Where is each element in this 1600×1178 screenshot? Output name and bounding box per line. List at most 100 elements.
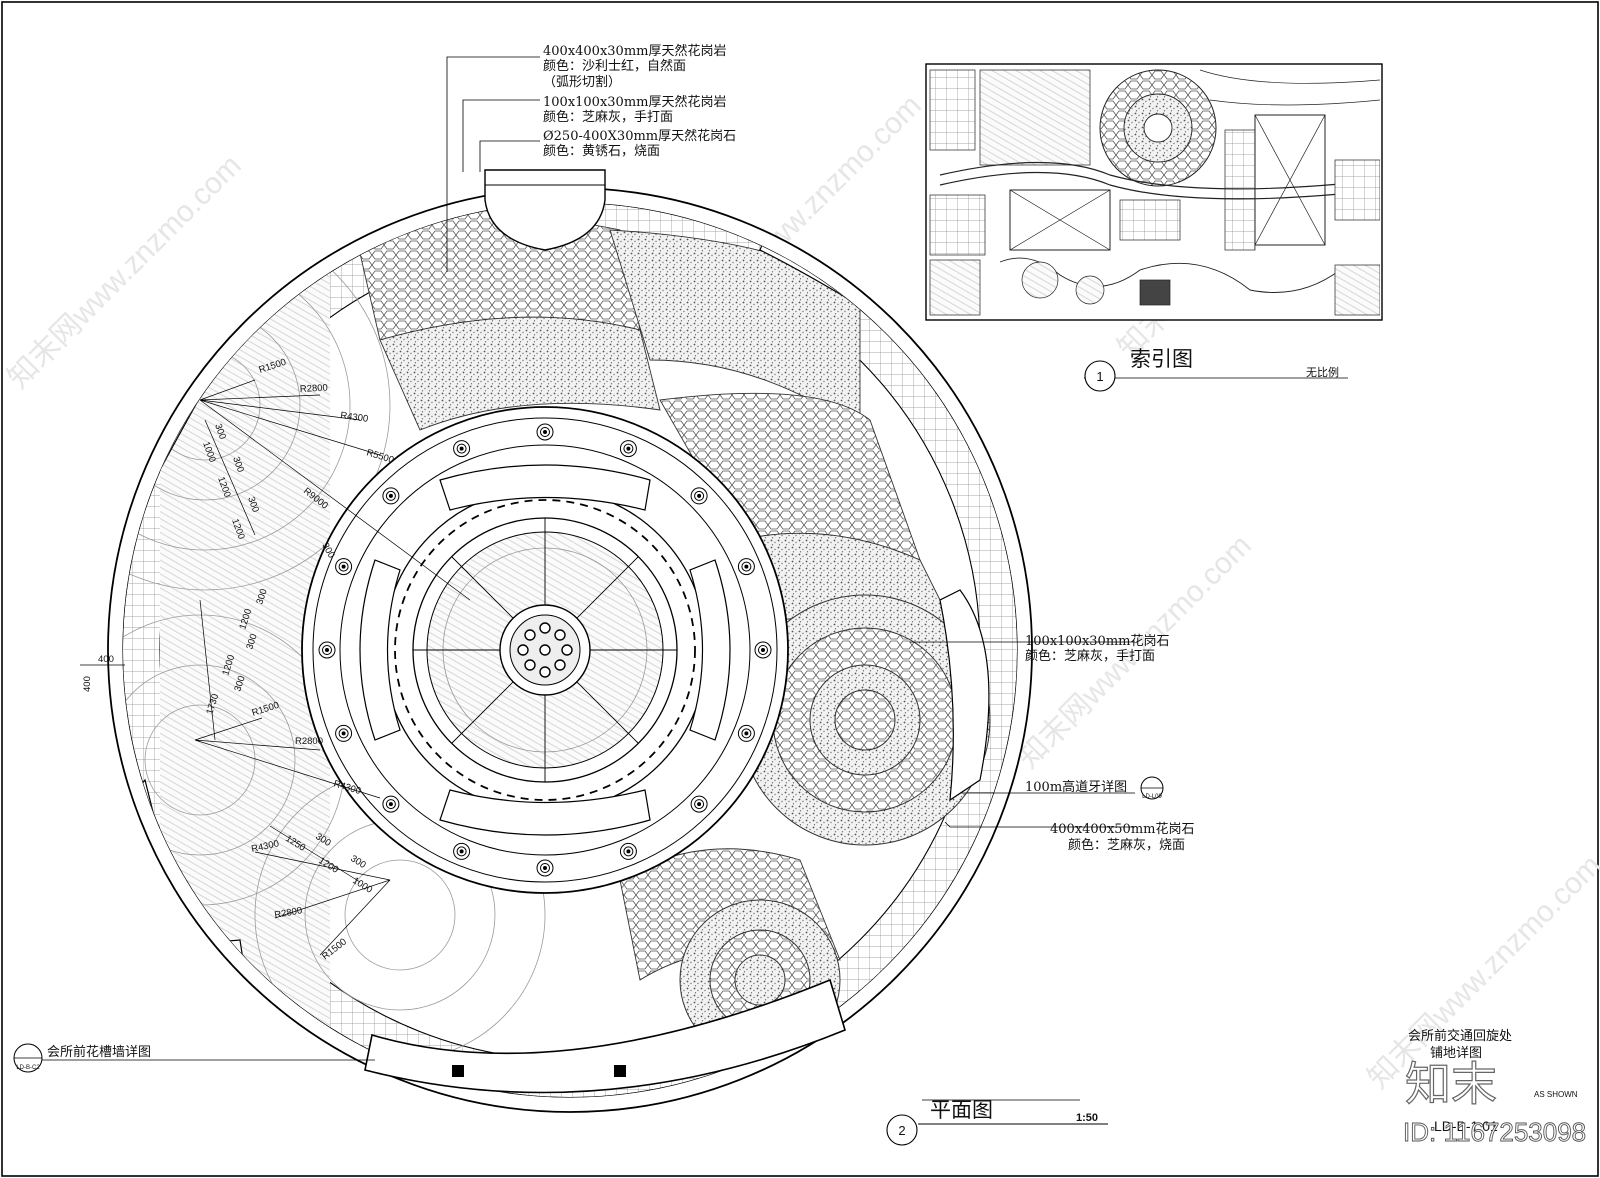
medallion-core [385,799,396,810]
dim-chain: 300 [230,455,246,474]
sheet-title-line2: 铺地详图 [1430,1046,1482,1061]
medallion [619,440,637,458]
plan-title-block: 2 平面图 1:50 [886,1098,1108,1146]
medallion [453,842,471,860]
medallion-core [456,443,467,454]
medallion-dot [761,648,765,652]
medallion [382,795,400,813]
paving-medallions [318,423,772,877]
medallion [318,641,336,659]
medallion-dot [388,493,393,498]
dim-chain: 300 [212,422,228,441]
index-number-bubble [1084,360,1116,392]
planter-note: LD-B-C2 会所前花槽墙详图 [13,1043,151,1073]
right-notes: 100x100x30mm花岗石 颜色：芝麻灰，手打面 100m高道牙详图 LD-… [1025,633,1195,853]
medallion [690,795,708,813]
medallion-core [694,799,705,810]
note-spec: Ø250-400X30mm厚天然花岗石 [543,128,736,144]
medallion-dot [697,802,702,807]
dim-radius: R2800 [300,383,329,395]
dim-radius: R4300 [340,410,369,425]
medallion-dot [341,731,346,736]
medallion-core [540,863,550,873]
medallion-core [623,846,634,857]
note-extra: （弧形切割） [543,74,621,90]
plan-number-bubble [886,1114,918,1146]
medallion-core [338,728,349,739]
dim-chain: 300 [254,587,269,605]
top-entry-niche [484,169,606,251]
medallion-core [623,443,634,454]
dim-radius: R2800 [274,905,303,921]
note-spec: 400x400x30mm厚天然花岗岩 [543,43,727,59]
medallion [737,558,755,576]
note-color: 颜色：黄锈石，烧面 [543,143,660,159]
central-fountain [301,406,789,894]
top-cobble-arcs [349,207,861,431]
medallion [619,842,637,860]
medallion [382,487,400,505]
medallion [536,423,554,441]
right-drive-lane [939,589,990,802]
note-spec: 100x100x30mm厚天然花岗岩 [543,94,727,110]
top-notes: 400x400x30mm厚天然花岗岩 颜色：沙利士红，自然面 （弧形切割） 10… [543,43,736,159]
id-label: ID: 1167253098 [1403,1117,1586,1147]
index-map: 1 索引图 无比例 [925,63,1383,392]
right-cobble-arcs [619,392,991,1061]
medallion-dot [543,866,547,870]
medallion-dot [744,564,749,569]
medallion-core [540,427,550,437]
medallion [754,641,772,659]
note-spec: 400x400x50mm花岗石 [1050,821,1195,837]
medallion-dot [543,430,547,434]
medallion-dot [744,731,749,736]
paving-plan [107,169,1033,1113]
medallion-dot [626,446,631,451]
medallion-core [338,561,349,572]
note-color: 颜色：芝麻灰，手打面 [1025,648,1155,664]
medallion-core [741,728,752,739]
index-title: 索引图 [1130,347,1193,371]
sheet-title-block: 会所前交通回旋处 铺地详图 知末 AS SHOWN LD-B-1.01 ID: … [1403,1028,1587,1147]
note-curb: 100m高道牙详图 [1025,779,1127,795]
planter-light [614,1065,626,1077]
medallion-core [741,561,752,572]
bottom-planter-wall [364,978,846,1094]
medallion [737,724,755,742]
dim-chain: 300 [245,495,261,514]
medallion-dot [626,849,631,854]
medallion [335,558,353,576]
note-color: 颜色：芝麻灰，手打面 [543,109,673,125]
plan-scale: 1:50 [1076,1112,1098,1124]
medallion-core [758,645,768,655]
detail-ref: LD-L09 [1142,794,1162,800]
index-number: 1 [1096,369,1103,384]
detail-ref: LD-B-C2 [16,1065,40,1071]
medallion [453,440,471,458]
index-scale: 无比例 [1306,365,1339,379]
dim-chain: 300 [244,632,259,650]
dimension-lines [80,379,471,956]
note-color: 颜色：沙利士红，自然面 [543,58,686,74]
medallion-core [694,490,705,501]
planter-light [452,1065,464,1077]
plan-number: 2 [898,1123,905,1138]
dim-misc: 400 [82,676,93,692]
medallion-dot [341,564,346,569]
sheet-title-line1: 会所前交通回旋处 [1408,1028,1512,1044]
medallion [335,724,353,742]
note-color: 颜色：芝麻灰，烧面 [1068,837,1185,853]
as-shown-label: AS SHOWN [1534,1090,1578,1099]
medallion-dot [325,648,329,652]
sheet-code: LD-B-1.01 [1434,1118,1498,1134]
medallion-dot [459,849,464,854]
medallion-core [385,490,396,501]
medallion-dot [388,802,393,807]
medallion [536,859,554,877]
dim-chain: 300 [232,674,247,692]
plan-title: 平面图 [930,1098,993,1122]
medallion-core [456,846,467,857]
dim-radius: R2800 [295,736,323,747]
